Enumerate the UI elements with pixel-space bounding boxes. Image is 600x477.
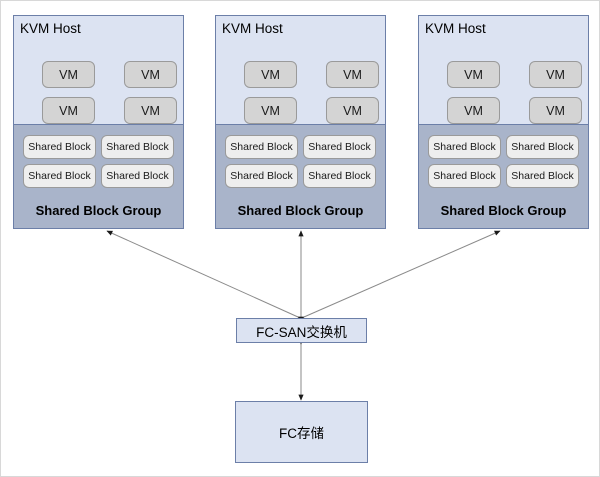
shared-block[interactable]: Shared Block <box>303 135 376 159</box>
shared-block-group-2-label: Shared Block Group <box>237 203 364 218</box>
fc-storage-node[interactable]: FC存储 <box>235 401 368 463</box>
connector-switch-to-host-3 <box>298 230 501 322</box>
vm-box[interactable]: VM <box>529 61 582 88</box>
kvm-host-3-title: KVM Host <box>425 21 486 36</box>
connector-switch-to-host-1 <box>106 230 304 322</box>
shared-block-group-1: Shared Block Shared Block Shared Block S… <box>14 124 183 228</box>
vm-box[interactable]: VM <box>42 61 95 88</box>
shared-block-group-2: Shared Block Shared Block Shared Block S… <box>216 124 385 228</box>
shared-block-group-1-label: Shared Block Group <box>35 203 162 218</box>
vm-box[interactable]: VM <box>244 61 297 88</box>
shared-block[interactable]: Shared Block <box>506 164 579 188</box>
shared-block-group-3: Shared Block Shared Block Shared Block S… <box>419 124 588 228</box>
vm-box[interactable]: VM <box>326 61 379 88</box>
vm-box[interactable]: VM <box>124 61 177 88</box>
shared-block[interactable]: Shared Block <box>101 135 174 159</box>
vm-box[interactable]: VM <box>447 61 500 88</box>
shared-block[interactable]: Shared Block <box>225 164 298 188</box>
shared-block-group-3-label: Shared Block Group <box>440 203 567 218</box>
shared-block[interactable]: Shared Block <box>23 164 96 188</box>
shared-block[interactable]: Shared Block <box>23 135 96 159</box>
kvm-host-3-vm-area: VM VM VM VM <box>419 47 588 126</box>
kvm-host-2-title: KVM Host <box>222 21 283 36</box>
kvm-host-2-vm-area: VM VM VM VM <box>216 47 385 126</box>
shared-block[interactable]: Shared Block <box>303 164 376 188</box>
shared-block[interactable]: Shared Block <box>428 164 501 188</box>
shared-block[interactable]: Shared Block <box>506 135 579 159</box>
kvm-host-1-vm-area: VM VM VM VM <box>14 47 183 126</box>
vm-box[interactable]: VM <box>447 97 500 124</box>
vm-box[interactable]: VM <box>124 97 177 124</box>
vm-box[interactable]: VM <box>326 97 379 124</box>
shared-block[interactable]: Shared Block <box>428 135 501 159</box>
vm-box[interactable]: VM <box>42 97 95 124</box>
kvm-host-1[interactable]: KVM Host VM VM VM VM Shared Block Shared… <box>13 15 184 229</box>
kvm-host-2[interactable]: KVM Host VM VM VM VM Shared Block Shared… <box>215 15 386 229</box>
vm-box[interactable]: VM <box>244 97 297 124</box>
fc-san-switch-node[interactable]: FC-SAN交换机 <box>236 318 367 343</box>
kvm-host-3[interactable]: KVM Host VM VM VM VM Shared Block Shared… <box>418 15 589 229</box>
shared-block[interactable]: Shared Block <box>225 135 298 159</box>
shared-block[interactable]: Shared Block <box>101 164 174 188</box>
kvm-host-1-title: KVM Host <box>20 21 81 36</box>
vm-box[interactable]: VM <box>529 97 582 124</box>
